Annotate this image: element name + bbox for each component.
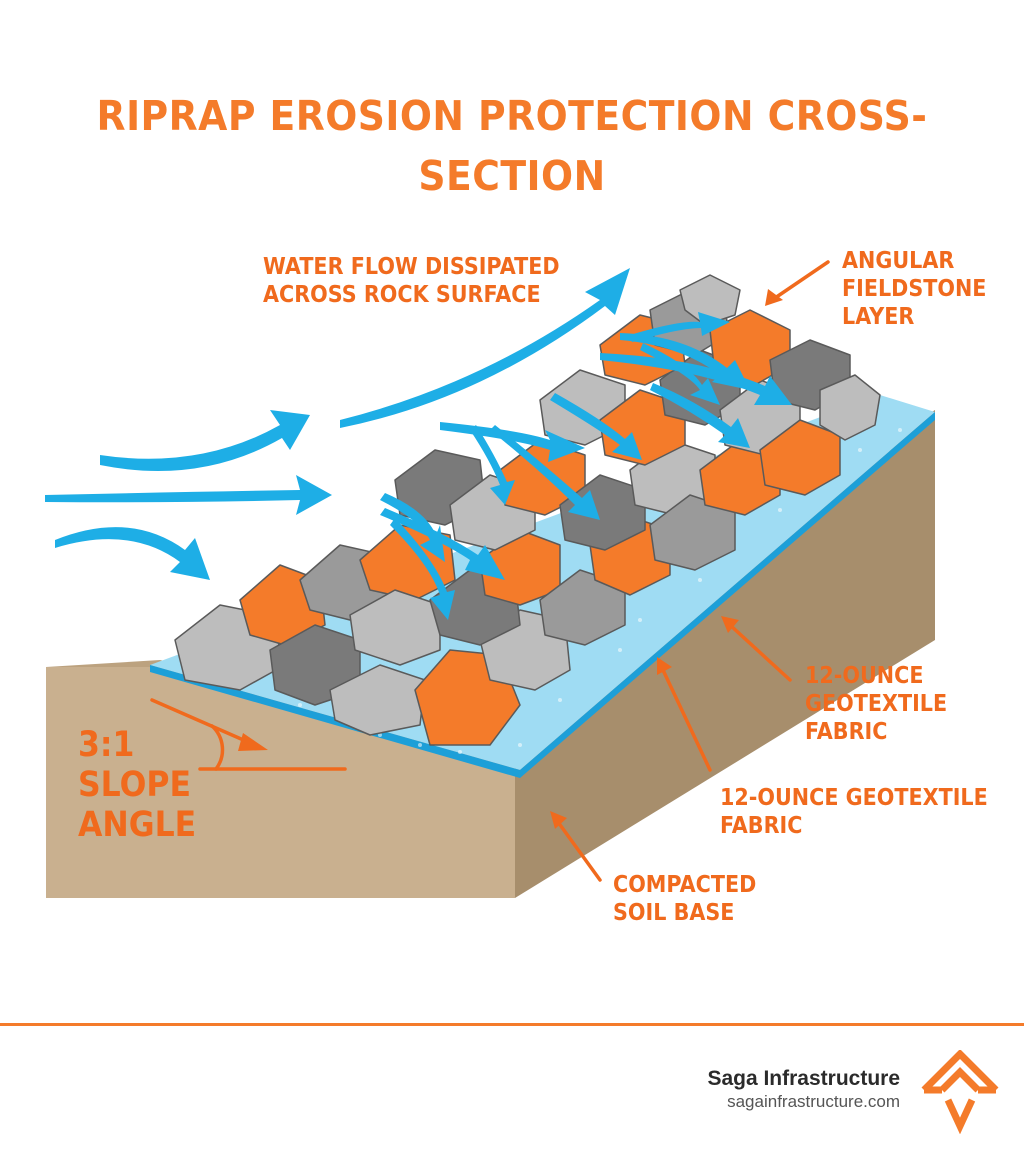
geotextile-upper-label: 12-OUNCE GEOTEXTILE FABRIC <box>805 663 948 745</box>
slope-angle-label: 3:1 SLOPE ANGLE <box>78 725 197 845</box>
brand-url: sagainfrastructure.com <box>727 1092 900 1111</box>
saga-logo-icon <box>921 1050 999 1134</box>
water-flow-label: WATER FLOW DISSIPATED ACROSS ROCK SURFAC… <box>263 254 560 308</box>
brand-name: Saga Infrastructure <box>707 1067 900 1090</box>
geotextile-texture <box>298 428 902 754</box>
slope-angle-indicator <box>150 698 347 771</box>
annotation-arrows <box>550 260 830 882</box>
geotextile-lower-label: 12-OUNCE GEOTEXTILE FABRIC <box>720 785 988 839</box>
fieldstone-layer-label: ANGULAR FIELDSTONE LAYER <box>842 248 987 330</box>
soil-base-label: COMPACTED SOIL BASE <box>613 872 757 926</box>
footer-divider <box>0 1023 1024 1026</box>
diagram-title: RIPRAP EROSION PROTECTION CROSS-SECTION <box>96 92 928 200</box>
soil-right-face <box>515 410 935 898</box>
water-flow-arrows <box>45 268 792 620</box>
